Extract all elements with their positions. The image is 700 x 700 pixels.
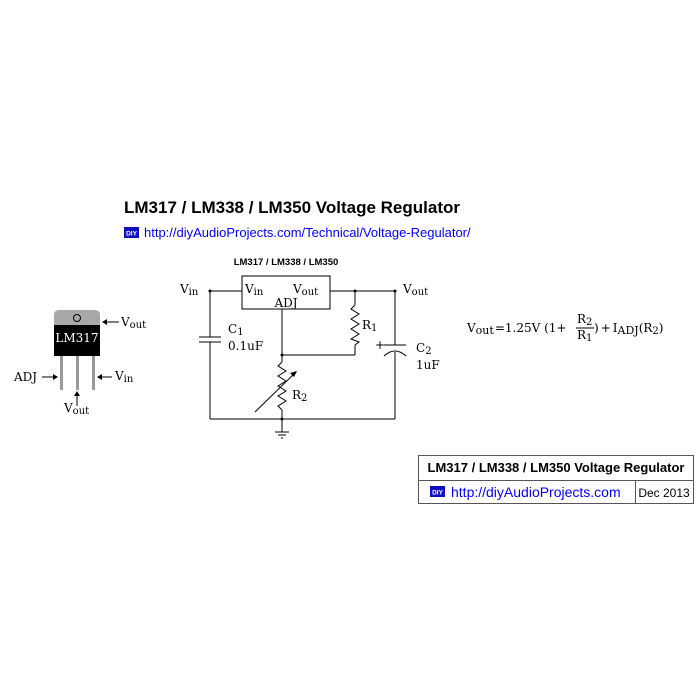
vout-terminal-label: Vout [402,282,428,298]
diy-logo-small-icon: DIY [430,486,445,497]
mounting-hole-icon [73,314,81,322]
vout-pin-label: Vout [63,401,89,417]
c2-polarity: + [375,338,385,352]
arrow-adj-icon [42,374,58,380]
title-block-url[interactable]: http://diyAudioProjects.com [451,484,621,500]
title-block: LM317 / LM338 / LM350 Voltage Regulator … [418,455,694,504]
diy-logo-icon: DIY [124,227,139,238]
ic-vout-label: Vout [292,282,318,298]
ground-icon [275,431,289,439]
vin-pin-label: Vin [114,369,134,385]
title-block-title: LM317 / LM338 / LM350 Voltage Regulator [428,460,685,475]
potentiometer-r2-symbol [254,361,297,413]
regulator-ic [241,275,331,310]
c2-value: 1uF [416,358,440,372]
ic-adj-label: ADJ [273,296,297,310]
diy-logo-text: DIY [126,231,138,238]
page-title: LM317 / LM338 / LM350 Voltage Regulator [124,198,460,217]
svg-text:DIY: DIY [432,490,444,497]
svg-text:Vout=1.25V (1+: Vout=1.25V (1+ [466,321,566,337]
chip-header: LM317 / LM338 / LM350 [234,257,339,268]
svg-text:R1: R1 [577,328,592,344]
arrow-vin-icon [97,374,112,380]
svg-text:)+IADJ(R2): )+IADJ(R2) [594,321,663,337]
arrow-vout-icon [74,391,80,406]
url-link[interactable]: http://diyAudioProjects.com/Technical/Vo… [144,225,471,240]
title-block-date: Dec 2013 [638,486,690,500]
c1-label: C1 [228,322,244,338]
r2-label: R2 [292,388,307,404]
arrow-tab-icon [102,319,119,325]
c2-label: C2 [416,341,432,357]
ic-vin-label: Vin [244,282,264,298]
r1-label: R1 [362,318,377,334]
vin-terminal-label: Vin [179,282,199,298]
tab-vout-label: Vout [120,315,146,331]
adj-pin-label: ADJ [13,370,37,384]
junction-dots [208,289,397,421]
svg-text:R2: R2 [577,312,592,328]
to3p-package: LM317 [54,310,100,390]
resistor-r1-symbol [349,304,361,346]
capacitor-c1-symbol [199,336,221,343]
output-voltage-formula: Vout=1.25V (1+ R2 R1 )+IADJ(R2) [466,312,663,344]
package-part-label: LM317 [55,331,98,345]
c1-value: 0.1uF [228,339,263,353]
wires [209,290,396,432]
capacitor-c2-symbol [383,344,407,357]
